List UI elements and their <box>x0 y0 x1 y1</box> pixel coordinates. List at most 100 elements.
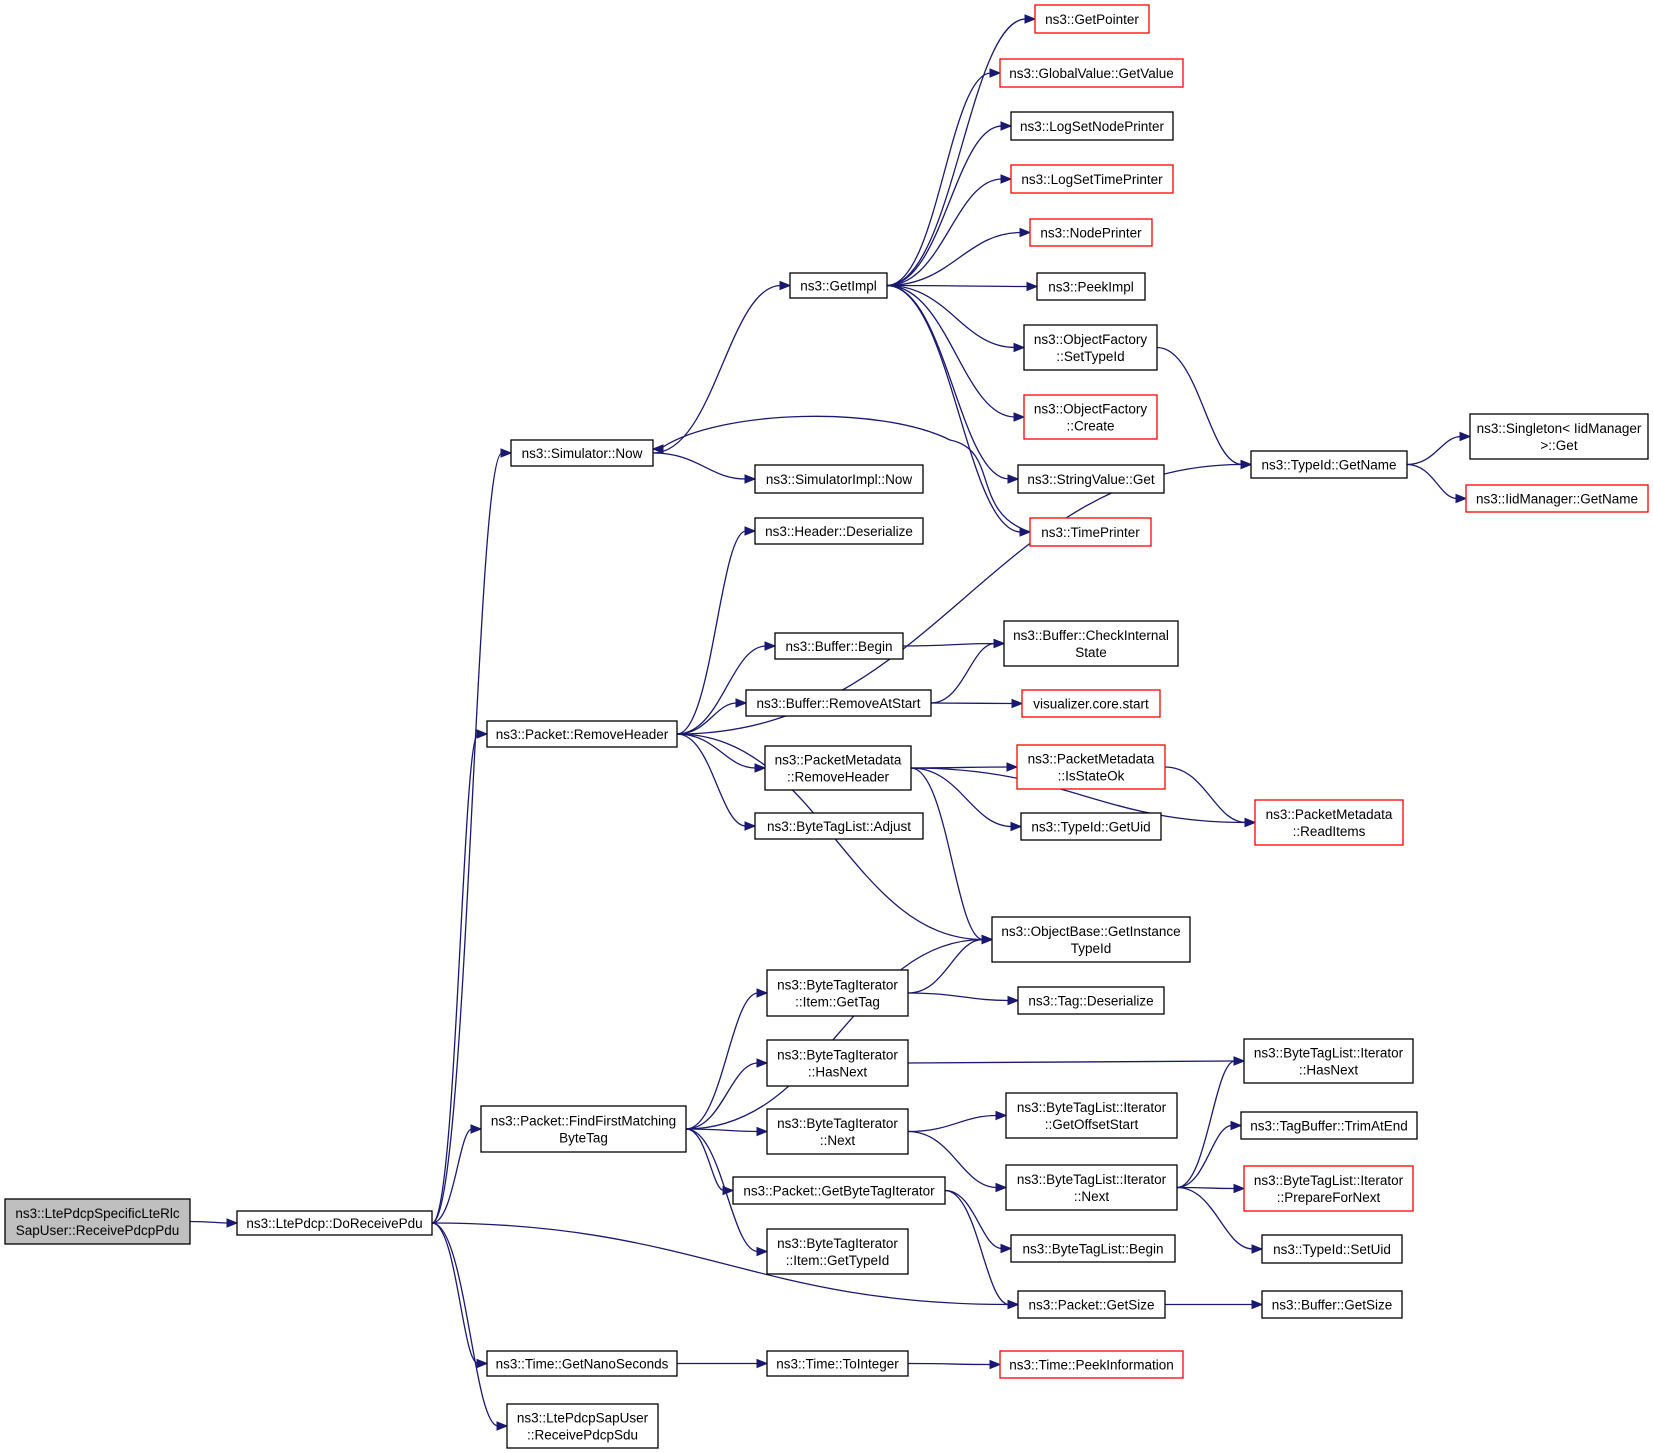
arrowhead <box>756 988 769 998</box>
node-tag-deser[interactable]: ns3::Tag::Deserialize <box>1017 986 1165 1015</box>
edge-getBTI-to-btlBegin <box>944 1189 1013 1254</box>
node-btl-it-get-offset[interactable]: ns3::ByteTagList::Iterator::GetOffsetSta… <box>1005 1092 1178 1139</box>
arrowhead <box>993 638 1006 649</box>
edge-line <box>676 733 757 769</box>
node-buf-remove-at-start[interactable]: ns3::Buffer::RemoveAtStart <box>745 689 932 717</box>
edge-line <box>676 530 747 735</box>
node-pkt-get-size[interactable]: ns3::Packet::GetSize <box>1017 1290 1166 1319</box>
node-bti-get-type-id[interactable]: ns3::ByteTagIterator::Item::GetTypeId <box>766 1228 909 1275</box>
edge-pmRemoveHeader-to-obGetInstance <box>910 767 994 945</box>
node-buf-begin[interactable]: ns3::Buffer::Begin <box>774 632 904 660</box>
node-label: >::Get <box>1540 438 1577 453</box>
node-tag-buf-trim[interactable]: ns3::TagBuffer::TrimAtEnd <box>1240 1111 1418 1140</box>
arrowhead <box>735 698 748 708</box>
edge-pktGetSize-to-bufGetSize <box>1165 1299 1264 1310</box>
node-label: TypeId <box>1071 941 1112 956</box>
arrowhead <box>1019 227 1032 238</box>
arrowhead <box>226 1218 239 1228</box>
node-of-create[interactable]: ns3::ObjectFactory::Create <box>1023 394 1158 440</box>
node-btl-adjust[interactable]: ns3::ByteTagList::Adjust <box>754 812 924 840</box>
node-remove-header[interactable]: ns3::Packet::RemoveHeader <box>486 720 678 748</box>
node-label: ::HasNext <box>1299 1063 1359 1078</box>
arrowhead <box>1240 459 1253 470</box>
node-sim-impl-now[interactable]: ns3::SimulatorImpl::Now <box>754 464 924 494</box>
edge-line <box>431 1222 479 1365</box>
arrowhead <box>995 1182 1008 1193</box>
node-bti-has-next[interactable]: ns3::ByteTagIterator::HasNext <box>766 1039 909 1087</box>
node-do-receive-pdu[interactable]: ns3::LtePdcp::DoReceivePdu <box>236 1210 433 1236</box>
node-box <box>754 812 924 840</box>
node-box <box>766 1039 909 1087</box>
node-log-set-node[interactable]: ns3::LogSetNodePrinter <box>1010 111 1174 141</box>
edge-line <box>910 767 984 941</box>
node-get-pointer[interactable]: ns3::GetPointer <box>1034 4 1150 34</box>
node-recv-sdu[interactable]: ns3::LtePdcpSapUser::ReceivePdcpSdu <box>506 1403 659 1449</box>
edge-line <box>431 733 479 1224</box>
node-label: ns3::ByteTagIterator <box>777 978 898 993</box>
node-pm-remove-header[interactable]: ns3::PacketMetadata::RemoveHeader <box>764 745 912 791</box>
node-to-integer[interactable]: ns3::Time::ToInteger <box>766 1350 909 1377</box>
edge-ofSetTypeId-to-typeIdGetName <box>1156 346 1253 470</box>
node-btl-it-prepare[interactable]: ns3::ByteTagList::Iterator::PrepareForNe… <box>1243 1165 1414 1212</box>
node-header-deser[interactable]: ns3::Header::Deserialize <box>754 517 924 545</box>
edge-btiGetTag-to-obGetInstance <box>907 934 994 994</box>
node-bti-get-tag[interactable]: ns3::ByteTagIterator::Item::GetTag <box>766 969 909 1017</box>
node-type-id-set-uid[interactable]: ns3::TypeId::SetUid <box>1261 1234 1403 1264</box>
node-label: ns3::ByteTagIterator <box>777 1048 898 1063</box>
arrowhead <box>500 448 513 458</box>
edge-line <box>886 231 1022 287</box>
node-gv-get-value[interactable]: ns3::GlobalValue::GetValue <box>999 58 1184 88</box>
arrowhead <box>1007 474 1020 484</box>
edge-line <box>1176 1186 1254 1250</box>
node-viz-start[interactable]: visualizer.core.start <box>1021 689 1161 718</box>
edge-line <box>886 284 1022 533</box>
node-box <box>766 1108 909 1155</box>
node-label: ns3::TypeId::SetUid <box>1273 1242 1391 1257</box>
edge-line <box>1176 1060 1236 1189</box>
node-type-id-get-name[interactable]: ns3::TypeId::GetName <box>1250 450 1408 479</box>
arrowhead <box>1459 431 1472 442</box>
edge-doReceivePdu-to-findFirst <box>431 1124 483 1224</box>
node-box <box>236 1210 433 1236</box>
node-get-b-t-i[interactable]: ns3::Packet::GetByteTagIterator <box>732 1176 946 1205</box>
node-time-printer[interactable]: ns3::TimePrinter <box>1029 517 1152 547</box>
node-type-id-get-uid[interactable]: ns3::TypeId::GetUid <box>1020 812 1162 841</box>
node-box <box>764 745 912 791</box>
node-of-set-type-id[interactable]: ns3::ObjectFactory::SetTypeId <box>1023 324 1158 371</box>
arrowhead <box>1455 493 1468 504</box>
node-iid-get-name[interactable]: ns3::IidManager::GetName <box>1465 484 1649 513</box>
edge-line <box>431 1222 499 1427</box>
node-btl-begin[interactable]: ns3::ByteTagList::Begin <box>1010 1234 1176 1263</box>
node-time-peek-info[interactable]: ns3::Time::PeekInformation <box>999 1350 1184 1379</box>
node-node-printer[interactable]: ns3::NodePrinter <box>1029 218 1153 247</box>
node-btl-it-has-next[interactable]: ns3::ByteTagList::Iterator::HasNext <box>1243 1038 1414 1084</box>
node-label: ns3::Buffer::Begin <box>785 639 892 654</box>
node-btl-it-next[interactable]: ns3::ByteTagList::Iterator::Next <box>1005 1164 1178 1211</box>
node-peek-impl[interactable]: ns3::PeekImpl <box>1036 272 1146 301</box>
edge-line <box>189 1220 229 1224</box>
node-singleton-get[interactable]: ns3::Singleton< IidManager>::Get <box>1469 413 1649 460</box>
edge-getNano-to-toInteger <box>676 1358 769 1369</box>
edge-line <box>886 178 1003 287</box>
node-log-set-time[interactable]: ns3::LogSetTimePrinter <box>1010 164 1174 194</box>
node-pm-read-items[interactable]: ns3::PacketMetadata::ReadItems <box>1254 799 1404 846</box>
node-bti-next[interactable]: ns3::ByteTagIterator::Next <box>766 1108 909 1155</box>
node-label: ::Next <box>1074 1189 1110 1204</box>
node-root[interactable]: ns3::LtePdcpSpecificLteRlcSapUser::Recei… <box>4 1198 191 1245</box>
edge-line <box>685 1128 759 1133</box>
arrowhead <box>756 1126 769 1137</box>
edge-getImpl-to-gvGetValue <box>886 68 1002 287</box>
node-label: ns3::Packet::RemoveHeader <box>496 727 669 742</box>
node-get-nano[interactable]: ns3::Time::GetNanoSeconds <box>486 1350 678 1377</box>
node-sim-now[interactable]: ns3::Simulator::Now <box>510 439 654 467</box>
edge-line <box>907 992 1010 1002</box>
node-str-val-get[interactable]: ns3::StringValue::Get <box>1017 464 1165 494</box>
node-label: ns3::Packet::GetSize <box>1028 1298 1154 1313</box>
node-pm-is-state-ok[interactable]: ns3::PacketMetadata::IsStateOk <box>1016 744 1166 790</box>
node-get-impl[interactable]: ns3::GetImpl <box>789 272 888 299</box>
arrowhead <box>1244 817 1257 828</box>
node-buf-get-size[interactable]: ns3::Buffer::GetSize <box>1261 1290 1403 1319</box>
